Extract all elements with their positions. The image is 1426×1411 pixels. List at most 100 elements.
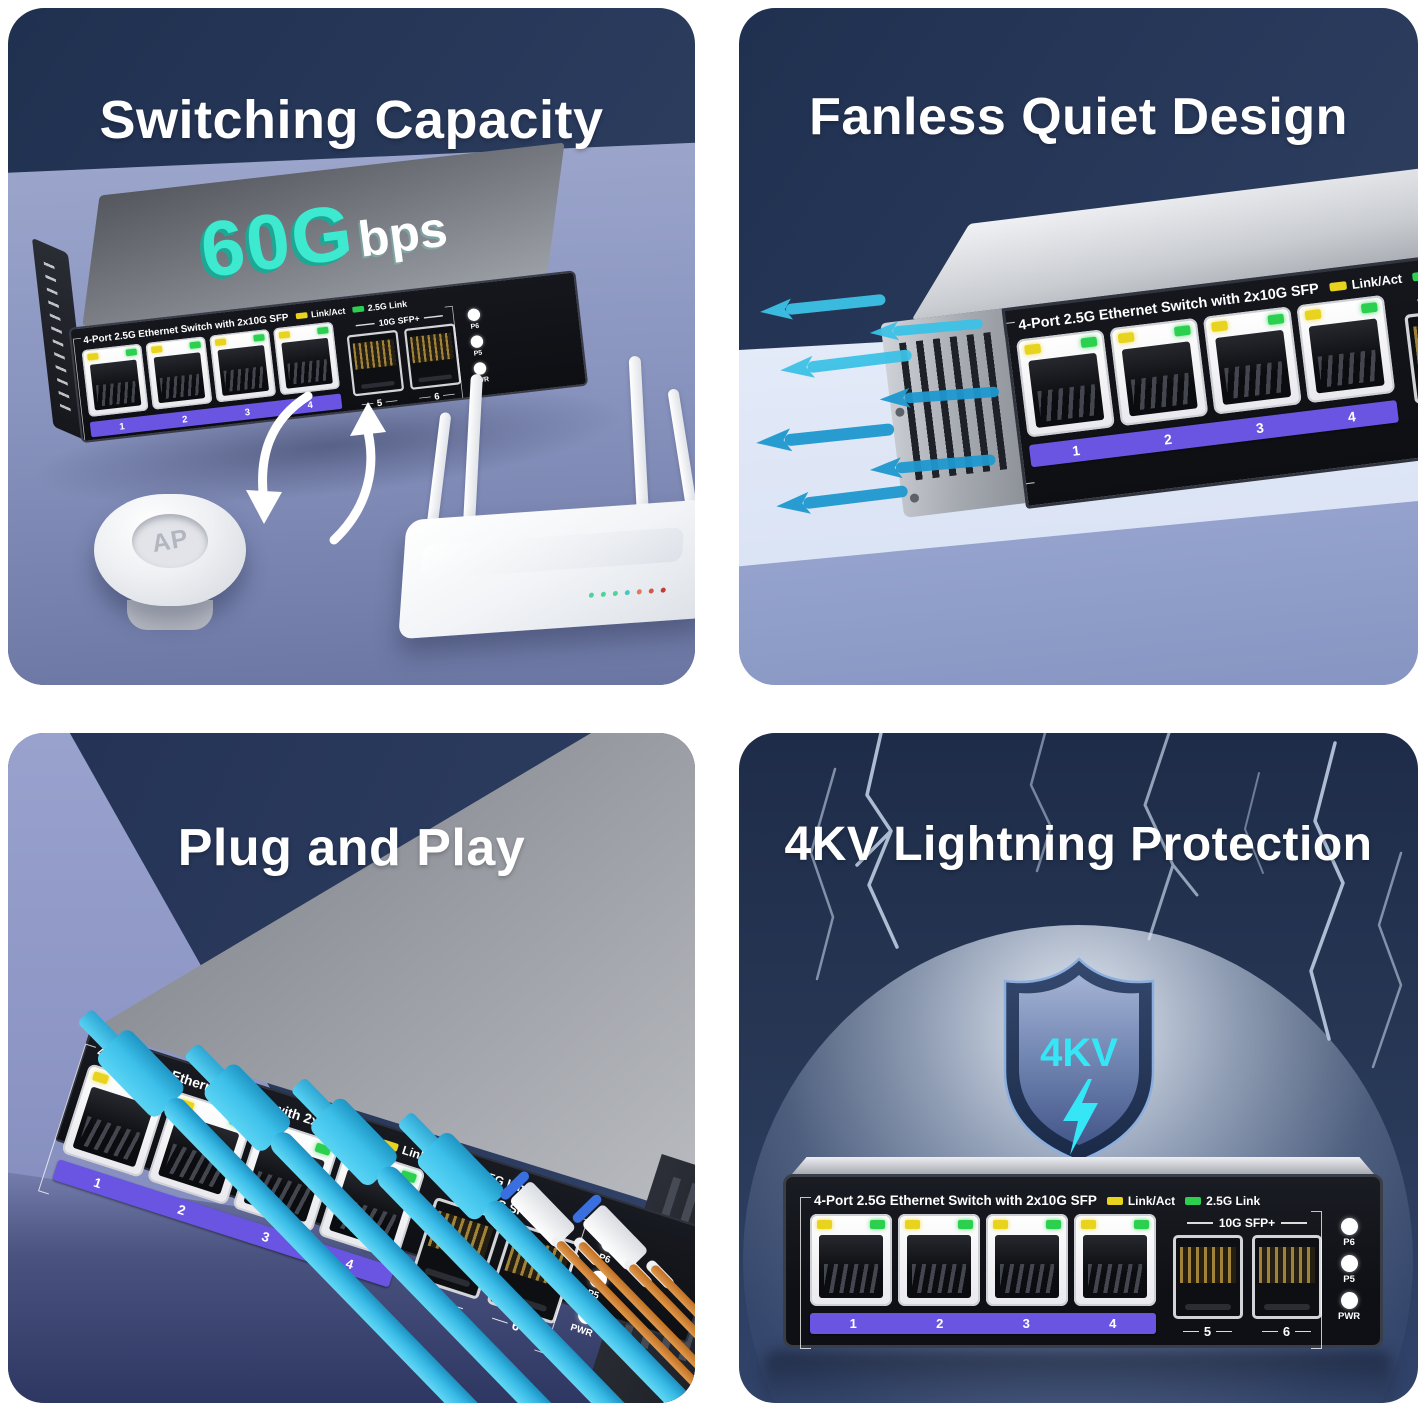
led-dot <box>660 587 666 593</box>
rj45-jack <box>907 1235 971 1298</box>
status-led-column: P6 P5 PWR <box>465 305 490 385</box>
led-dot <box>600 591 607 598</box>
yellow-led-icon <box>87 352 99 361</box>
port-number: 2 <box>181 413 188 425</box>
access-point-device: AP <box>94 494 246 630</box>
port-number: 3 <box>1022 1316 1030 1331</box>
access-point-ring: AP <box>132 514 208 568</box>
status-led-column: P6 P5 PWR <box>1338 1214 1360 1322</box>
green-led-icon <box>958 1220 973 1229</box>
green-led-icon <box>125 348 138 357</box>
green-led-icon <box>189 341 202 349</box>
port-number-bar: 1 2 3 4 <box>810 1313 1156 1334</box>
green-led-icon <box>870 1220 885 1229</box>
rj45-ports <box>810 1214 1156 1306</box>
rj45-port <box>273 321 341 396</box>
yellow-led-icon <box>817 1220 832 1229</box>
status-led-item: P6 <box>466 307 482 331</box>
switch-reflection <box>763 1351 1393 1403</box>
divider-line <box>1281 1222 1308 1224</box>
sfp-cage <box>1403 305 1418 405</box>
yellow-led-icon <box>295 311 308 319</box>
panel-title: Switching Capacity <box>99 89 604 150</box>
green-led-icon <box>1134 1220 1149 1229</box>
sfp-cages <box>346 323 462 397</box>
port-number: 4 <box>1109 1316 1117 1331</box>
port-number: 2 <box>936 1316 944 1331</box>
lightning-bolt-icon <box>1063 1079 1098 1155</box>
rj45-jack <box>1308 318 1385 394</box>
switch-model-label: 4-Port 2.5G Ethernet Switch with 2x10G S… <box>814 1193 1097 1208</box>
router-body <box>398 498 695 640</box>
status-led-icon <box>1340 1218 1358 1235</box>
green-led-icon <box>1173 325 1191 337</box>
capacity-badge: 60Gbps <box>195 173 451 295</box>
yellow-led-icon <box>993 1220 1008 1229</box>
yellow-led-icon <box>1081 1220 1096 1229</box>
sfp-port-group: 10G SFP+ 5 6 <box>1168 1214 1326 1339</box>
led-legend-label: Link/Act <box>1350 270 1403 292</box>
led-legend-25glink: 2.5G Link <box>1412 259 1418 284</box>
green-led-icon <box>1360 302 1378 314</box>
divider-line <box>1417 296 1418 302</box>
rj45-jack <box>89 359 142 411</box>
rj45-jack <box>153 352 206 404</box>
router-status-leds <box>588 587 666 598</box>
switch-front-panel: 4-Port 2.5G Ethernet Switch with 2x10G S… <box>800 1185 1362 1349</box>
panel-title: 4KV Lightning Protection <box>784 817 1373 871</box>
yellow-led-icon <box>150 345 163 354</box>
green-led-icon <box>1185 1196 1202 1205</box>
yellow-led-icon <box>1211 320 1229 333</box>
green-led-icon <box>1412 270 1418 281</box>
status-led-item: P5 <box>469 334 485 358</box>
green-led-icon <box>352 305 365 313</box>
port-number: 1 <box>118 420 126 432</box>
yellow-led-icon <box>1304 309 1322 321</box>
divider-line <box>423 315 443 319</box>
front-panel-ports: 1 2 3 4 10G SFP+ <box>802 1214 1362 1339</box>
led-legend-label: 2.5G Link <box>1206 1193 1261 1208</box>
yellow-led-icon <box>1106 1196 1123 1205</box>
rj45-jack <box>1215 329 1292 406</box>
panel-fanless-quiet-design: Fanless Quiet Design 4 <box>739 8 1418 685</box>
status-led-icon <box>1340 1255 1358 1272</box>
sfp-cages <box>1172 1235 1322 1319</box>
yellow-led-icon <box>278 331 291 339</box>
panel-switching-capacity: Switching Capacity 60Gbps 4-Port 2.5G Et… <box>8 8 695 685</box>
rj45-jack <box>1083 1235 1147 1298</box>
status-led-label: P6 <box>470 321 480 331</box>
status-led-label: PWR <box>1338 1311 1361 1322</box>
rj45-jack <box>995 1235 1059 1298</box>
status-led-label: P5 <box>1343 1274 1355 1285</box>
switch-top-edge <box>792 1157 1374 1174</box>
led-legend-linkact: Link/Act <box>1328 270 1403 295</box>
led-dot <box>648 588 654 594</box>
rj45-jack <box>1121 341 1198 417</box>
sfp-number-row: 5 6 <box>1168 1324 1326 1339</box>
yellow-led-icon <box>214 338 227 347</box>
router-device <box>398 355 695 668</box>
sfp-group-label: 10G SFP+ <box>378 313 421 329</box>
green-led-icon <box>1046 1220 1061 1229</box>
led-dot <box>588 592 595 598</box>
shield-icon: 4KV <box>1003 957 1155 1163</box>
capacity-unit: bps <box>354 200 451 268</box>
rj45-port <box>1074 1214 1156 1306</box>
port-number: 2 <box>1163 430 1173 448</box>
rj45-port <box>986 1214 1068 1306</box>
panel-title: Fanless Quiet Design <box>809 88 1348 147</box>
rj45-port-group: 1 2 3 4 <box>810 1214 1156 1334</box>
led-dot <box>624 589 630 596</box>
front-panel-header: 4-Port 2.5G Ethernet Switch with 2x10G S… <box>802 1185 1362 1214</box>
sfp-port-number: 5 <box>1168 1324 1247 1339</box>
sfp-cage <box>1251 1235 1322 1319</box>
status-led-label: P5 <box>473 348 483 358</box>
panel-title: Plug and Play <box>177 819 526 878</box>
sfp-port-group: 10G SFP+ 5 6 <box>1396 273 1418 426</box>
rj45-port <box>810 1214 892 1306</box>
switch-device: 4-Port 2.5G Ethernet Switch with 2x10G S… <box>783 1157 1383 1349</box>
led-legend-25glink: 2.5G Link <box>352 298 408 314</box>
led-legend-label: 2.5G Link <box>367 298 408 313</box>
rj45-port <box>1202 306 1302 415</box>
led-dot <box>636 589 642 595</box>
